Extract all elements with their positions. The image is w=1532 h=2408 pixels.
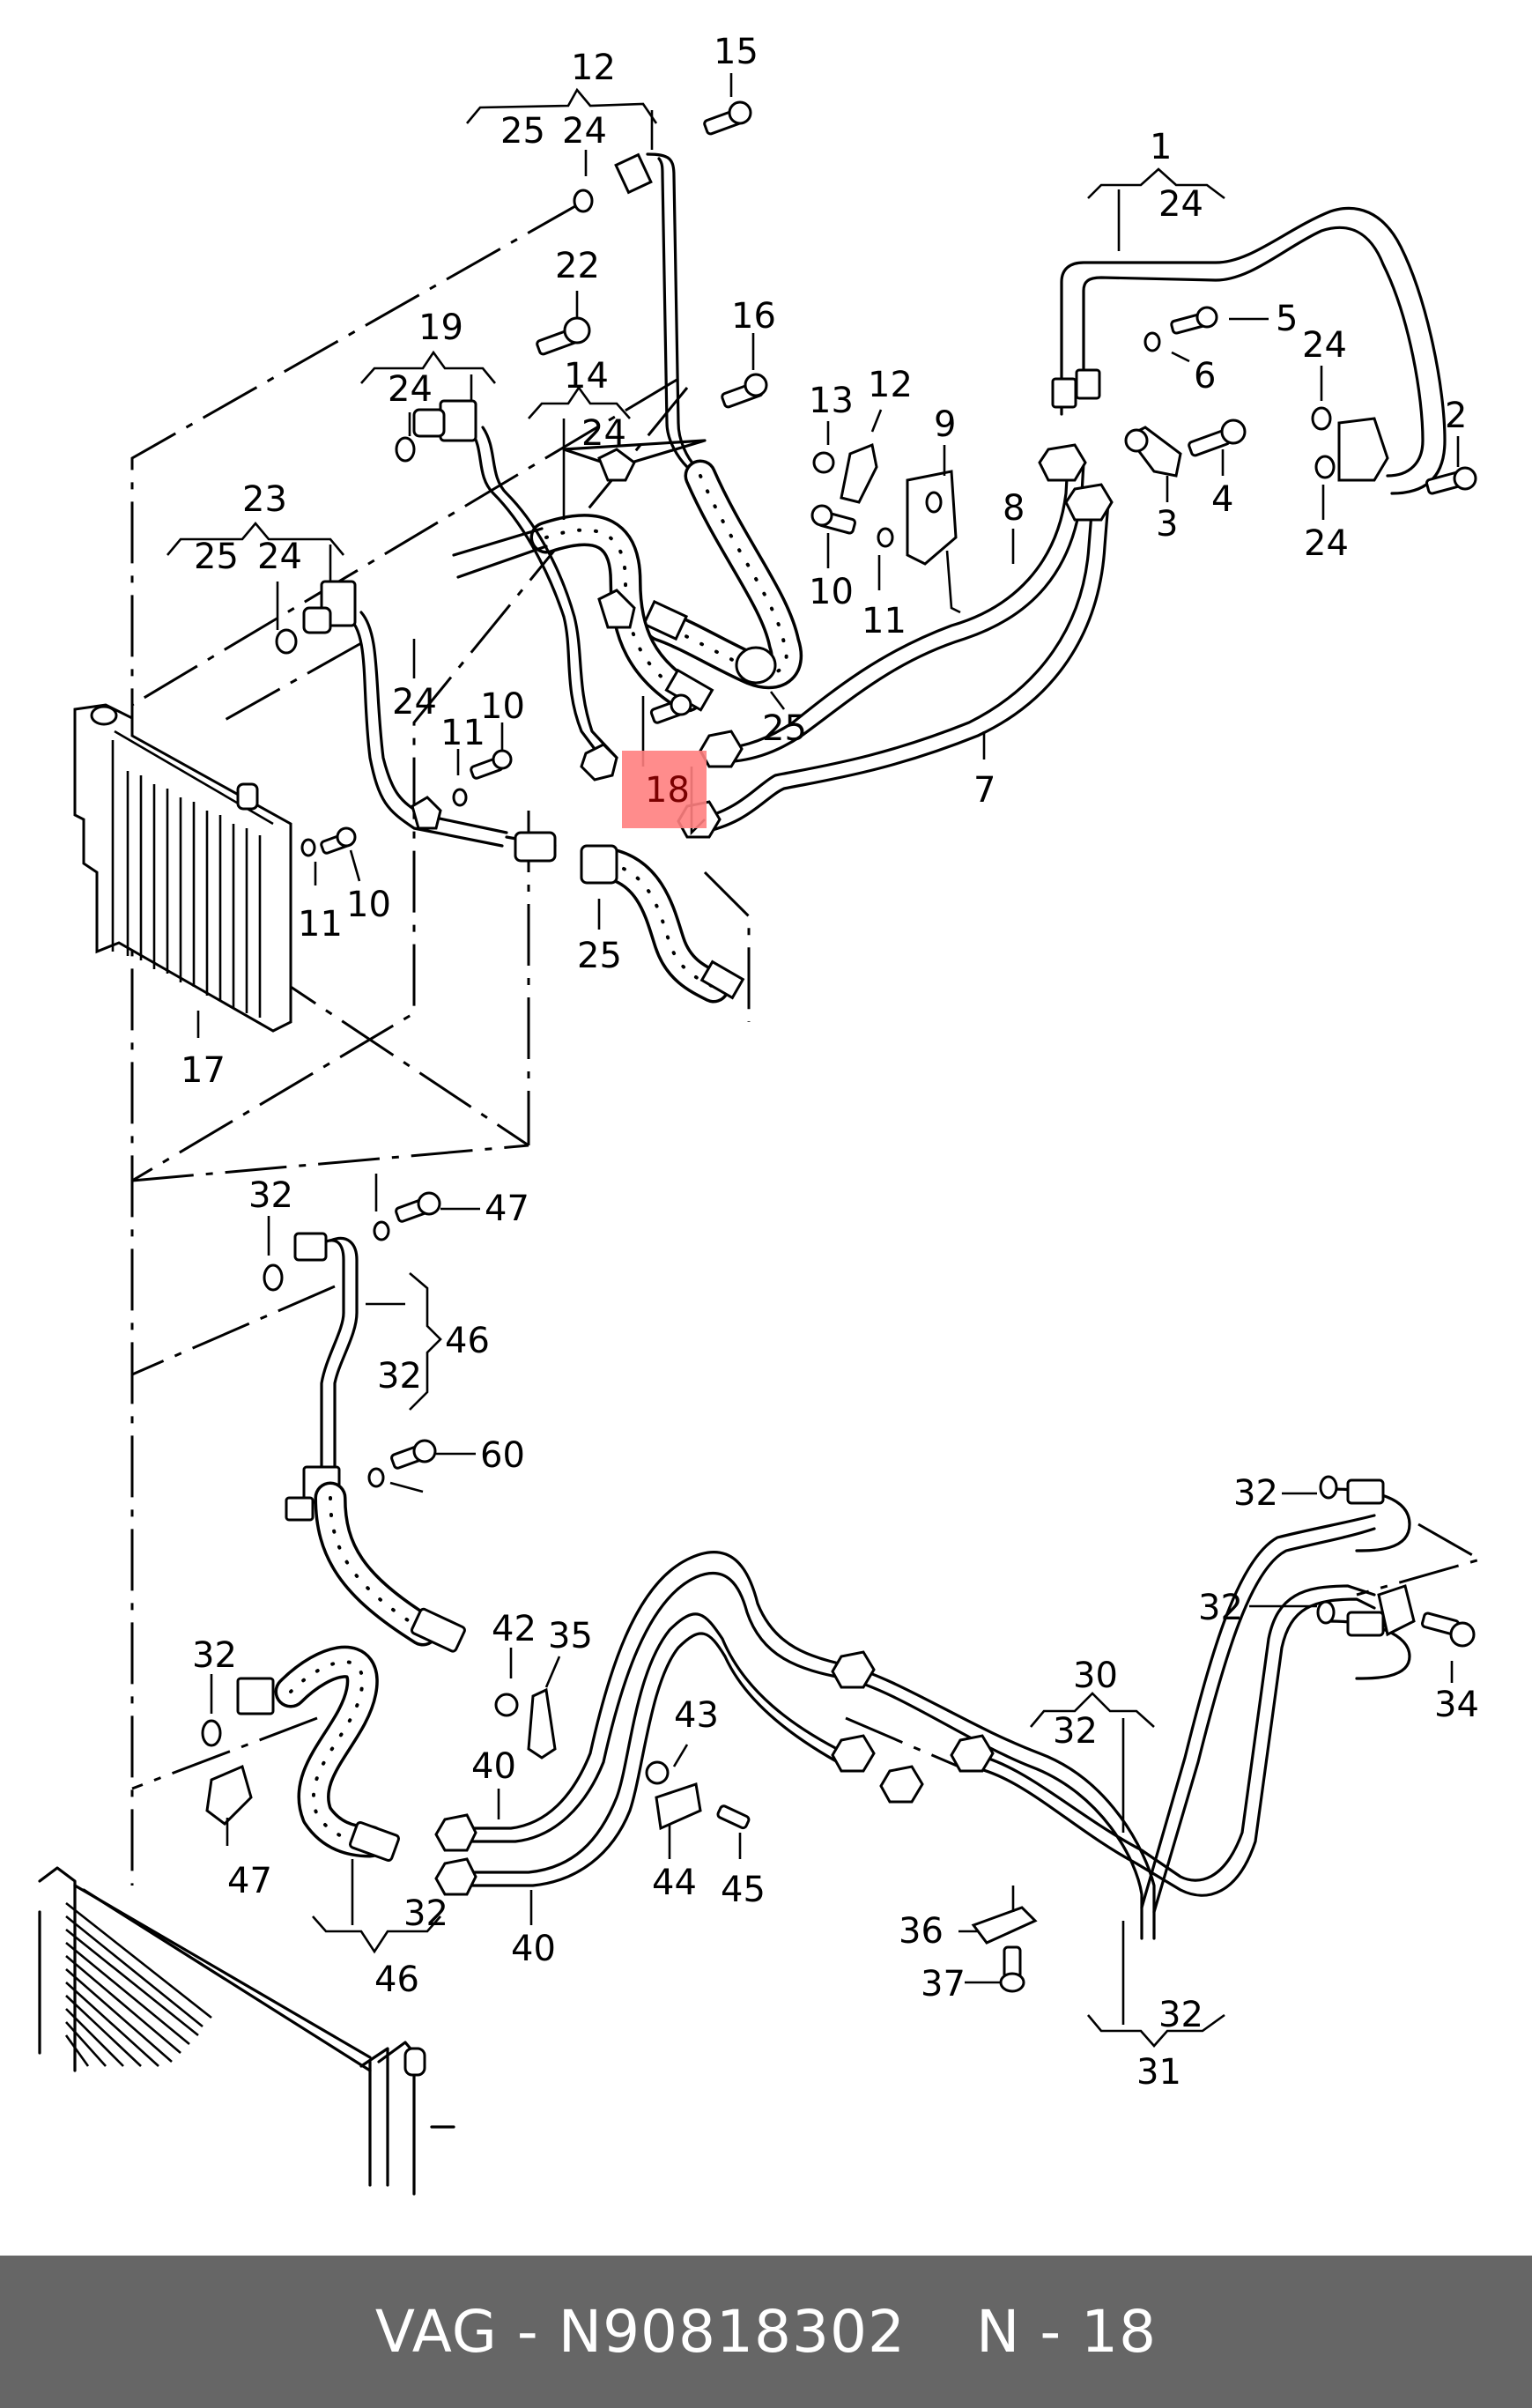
pipe-30-31 — [831, 1475, 1476, 1940]
callout-24: 24 — [581, 413, 626, 454]
callout-37: 40 — [511, 1929, 556, 1969]
callout-16: 12 — [571, 48, 616, 88]
callout-labels: 12 15 25 24 22 16 19 14 24 24 23 25 24 2… — [181, 32, 1479, 2093]
callout-25: 25 — [577, 936, 622, 976]
callout-10: 10 — [480, 686, 525, 727]
callout-2: 2 — [1445, 396, 1467, 436]
position-number: N - 18 — [976, 2298, 1158, 2366]
callout-32: 32 — [1198, 1588, 1243, 1628]
callout-24: 24 — [392, 682, 437, 722]
callout-11: 11 — [862, 601, 907, 641]
callout-45: 47 — [227, 1861, 272, 1901]
highlight-box — [622, 751, 707, 828]
callout-42: 45 — [721, 1870, 766, 1910]
callout-6: 6 — [1194, 356, 1216, 396]
pipe-17 — [395, 399, 618, 782]
callout-4: 4 — [1211, 479, 1233, 520]
callout-24: 24 — [388, 369, 433, 410]
footer-bar: VAG - N90818302 N - 18 — [0, 2256, 1532, 2408]
callout-10: 10 — [346, 885, 391, 925]
callout-15: 16 — [731, 296, 776, 337]
callout-19: 17 — [181, 1050, 226, 1091]
radiator-lower — [38, 1866, 455, 2196]
callout-9: 9 — [934, 404, 956, 445]
callout-46: 60 — [480, 1435, 525, 1476]
callout-24: 24 — [562, 111, 607, 152]
callout-30: 30 — [1073, 1656, 1118, 1696]
hose-25-lower — [505, 831, 745, 1004]
hardware-upper — [300, 100, 1477, 857]
callout-32: 32 — [192, 1635, 237, 1676]
callout-36: 40 — [471, 1746, 516, 1787]
callout-40: 43 — [674, 1695, 719, 1736]
parts-diagram: 12 15 25 24 22 16 19 14 24 24 23 25 24 2… — [38, 32, 1484, 2196]
callout-10: 10 — [809, 572, 854, 612]
callout-43: 46 — [445, 1321, 490, 1361]
callout-24: 24 — [1304, 523, 1349, 564]
callout-44: 46 — [374, 1960, 419, 2000]
part-number: VAG - N90818302 — [374, 2298, 906, 2366]
callout-7: 7 — [973, 770, 995, 811]
callout-32: 32 — [1233, 1473, 1278, 1514]
hose-25-upper — [641, 459, 803, 690]
callout-22: 22 — [555, 246, 600, 286]
callout-34: 36 — [899, 1911, 944, 1952]
callout-23: 23 — [242, 479, 287, 520]
callout-24: 24 — [1302, 325, 1347, 366]
callout-33: 34 — [1434, 1685, 1479, 1725]
pipe-16 — [573, 152, 698, 469]
hose-44 — [201, 1645, 400, 1863]
callout-32: 32 — [1158, 1995, 1203, 2035]
callout-35: 37 — [921, 1964, 966, 2004]
pipe-1 — [1051, 206, 1447, 495]
callout-8: 8 — [1003, 488, 1025, 529]
oil-cooler-upper — [73, 703, 292, 1033]
callout-1: 1 — [1150, 127, 1172, 167]
callout-24: 24 — [1158, 184, 1203, 225]
callout-31: 31 — [1136, 2052, 1181, 2093]
callout-12: 12 — [868, 365, 913, 405]
callout-11: 11 — [298, 904, 343, 945]
pipe-36-37 — [434, 1551, 847, 1896]
callout-24: 24 — [257, 537, 302, 577]
construction-lines — [130, 201, 1484, 1886]
callout-25: 25 — [194, 537, 239, 577]
callout-25: 25 — [762, 708, 807, 749]
callout-11: 11 — [440, 713, 485, 753]
pipe-23 — [275, 580, 508, 848]
callout-17: 19 — [418, 307, 463, 348]
callout-41: 44 — [652, 1863, 697, 1903]
callout-32: 32 — [1053, 1711, 1098, 1752]
callout-32: 32 — [403, 1893, 448, 1934]
hose-14 — [452, 439, 714, 713]
callout-14: 14 — [564, 356, 609, 396]
callout-46: 47 — [485, 1189, 529, 1229]
callout-25: 25 — [500, 111, 545, 152]
callout-32: 32 — [377, 1356, 422, 1397]
callout-13: 13 — [809, 381, 854, 421]
callout-15: 15 — [714, 32, 759, 72]
leader-lines — [167, 73, 1460, 2048]
callout-40: 42 — [492, 1609, 537, 1649]
diagram-canvas: 12 15 25 24 22 16 19 14 24 24 23 25 24 2… — [38, 32, 1484, 2196]
callout-32: 32 — [248, 1175, 293, 1216]
hose-43 — [314, 1481, 466, 1653]
callout-5: 5 — [1276, 299, 1298, 339]
pipe-43 — [263, 1232, 359, 1522]
callout-34: 35 — [548, 1616, 593, 1656]
hardware-lower — [367, 1191, 1038, 1993]
callout-3: 3 — [1156, 504, 1178, 545]
callout-18-highlighted: 18 — [645, 770, 690, 811]
